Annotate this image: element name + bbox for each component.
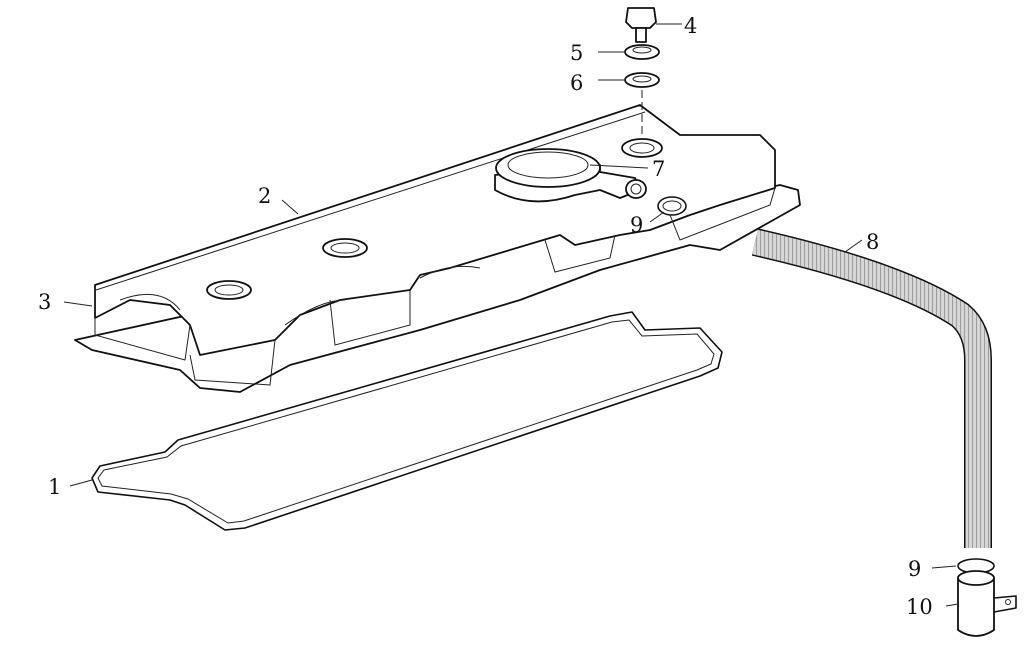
clamp-upper <box>657 196 687 216</box>
valve-cover <box>74 104 801 393</box>
leader-lines <box>63 23 959 607</box>
pipe <box>957 558 1017 637</box>
callout-2: 2 <box>258 184 271 208</box>
callout-6: 6 <box>570 71 583 95</box>
callout-1: 1 <box>48 475 61 499</box>
callout-9-upper: 9 <box>630 213 643 237</box>
plug-stack <box>624 7 660 140</box>
callout-5: 5 <box>570 41 583 65</box>
breather-valve <box>494 148 647 203</box>
callout-4: 4 <box>684 14 697 38</box>
callout-7: 7 <box>652 157 665 181</box>
gasket <box>91 311 723 531</box>
hose <box>751 228 992 548</box>
callout-8: 8 <box>866 230 879 254</box>
callout-10: 10 <box>906 595 933 619</box>
callout-3: 3 <box>38 290 51 314</box>
callout-9-lower: 9 <box>908 557 921 581</box>
